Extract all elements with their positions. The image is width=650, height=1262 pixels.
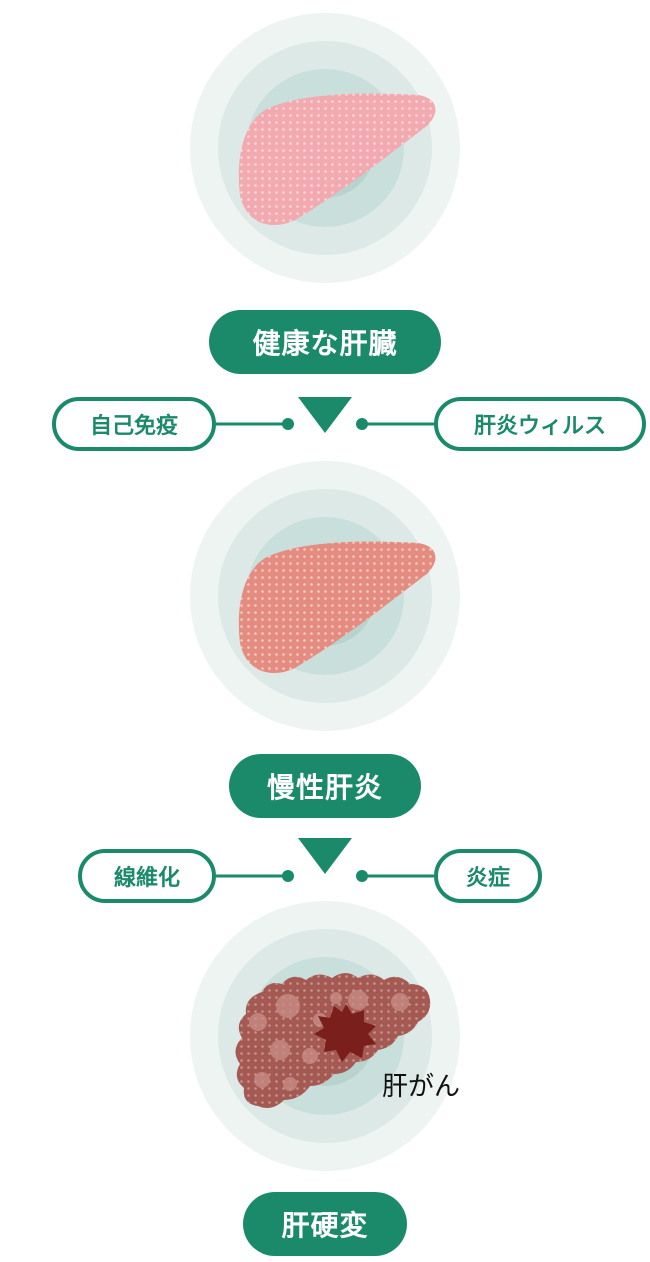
- transition-arrow-1: [216, 397, 434, 433]
- transition-arrow-2: [216, 838, 434, 882]
- chronic-hepatitis-liver-illustration: [190, 461, 460, 731]
- down-arrow-icon: [298, 838, 352, 874]
- liver-cancer-caption: 肝がん: [382, 1072, 461, 1102]
- stage-label-healthy-liver: 健康な肝臓: [209, 310, 441, 374]
- cause-tag-autoimmune: 自己免疫: [52, 397, 216, 451]
- cause-tag-inflammation: 炎症: [434, 849, 542, 903]
- cirrhosis-liver-illustration: [190, 901, 460, 1171]
- liver-cancer-tumor-icon: [314, 1004, 376, 1062]
- stage-label-chronic-hepatitis: 慢性肝炎: [229, 754, 421, 818]
- cause-tag-hepatitis-virus: 肝炎ウィルス: [434, 397, 646, 451]
- stage-label-cirrhosis: 肝硬変: [243, 1192, 407, 1256]
- healthy-liver-illustration: [190, 13, 460, 283]
- down-arrow-icon: [298, 397, 352, 433]
- cause-tag-fibrosis: 線維化: [78, 849, 216, 903]
